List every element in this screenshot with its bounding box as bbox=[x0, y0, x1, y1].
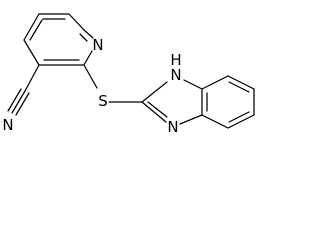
bond-c3a-c4 bbox=[23, 13, 40, 41]
bond-c2prime-n1h bbox=[141, 81, 168, 103]
imidazole-nh-hydrogen-label: H bbox=[170, 51, 181, 69]
bond-c6-n1-inner bbox=[79, 33, 88, 42]
imidazole-nh-nitrogen-label: N bbox=[170, 66, 181, 84]
bond-c7-c6 bbox=[227, 75, 255, 90]
bond-c3-c3a bbox=[23, 39, 40, 66]
bond-c4-c3a bbox=[201, 114, 229, 129]
pyridine-nitrogen-label: N bbox=[92, 36, 103, 54]
bond-c5-c6 bbox=[68, 13, 85, 31]
imidazole-nitrogen-label: N bbox=[167, 118, 178, 136]
triple-bond-1 bbox=[11, 90, 26, 114]
bond-c7a-c7 bbox=[201, 75, 229, 90]
nitrile-nitrogen-label: N bbox=[2, 116, 13, 134]
bond-n3-c3a bbox=[179, 114, 203, 125]
bond-c2prime-n3 bbox=[141, 101, 167, 123]
triple-bond-3 bbox=[15, 92, 30, 116]
benzene-ring bbox=[201, 75, 255, 129]
bond-n1-c2 bbox=[83, 50, 93, 66]
triple-bond-2 bbox=[7, 88, 22, 112]
pyridine-ring bbox=[23, 13, 94, 66]
bond-c2-sulfur bbox=[83, 64, 98, 89]
bond-c2prime-n3-inner bbox=[147, 101, 168, 118]
bond-c5-c4-inner bbox=[228, 111, 250, 123]
bond-c7-c6-inner bbox=[228, 81, 250, 93]
bond-c5-c4 bbox=[227, 114, 255, 129]
bond-n1h-c7a bbox=[183, 79, 203, 90]
molecule-structure-diagram: N S N H N N bbox=[2, 13, 255, 136]
bond-c3a-c4-inner bbox=[29, 19, 43, 41]
sulfur-label: S bbox=[98, 92, 108, 110]
bond-c6-n1 bbox=[83, 29, 94, 39]
nitrile-group bbox=[7, 64, 40, 116]
bond-c3-cn bbox=[24, 64, 40, 92]
imidazole-ring bbox=[141, 79, 203, 125]
